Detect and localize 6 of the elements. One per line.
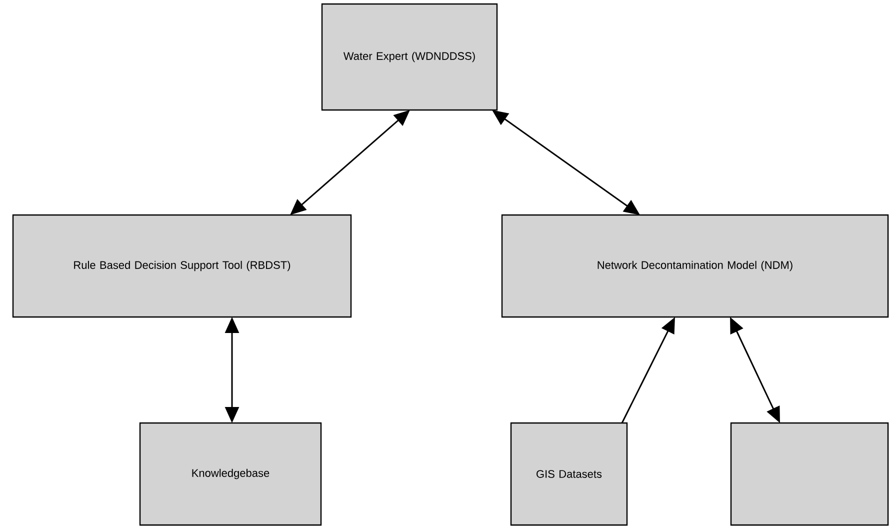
process-box: Network Decontamination Model (NDM) (501, 214, 889, 318)
process-box: Water Expert (WDNDDSS) (321, 3, 498, 111)
process-box: Knowledgebase (139, 422, 322, 526)
process-box: Rule Based Decision Support Tool (RBDST) (12, 214, 352, 318)
process-box (730, 422, 889, 526)
process-box: GIS Datasets (510, 422, 628, 526)
